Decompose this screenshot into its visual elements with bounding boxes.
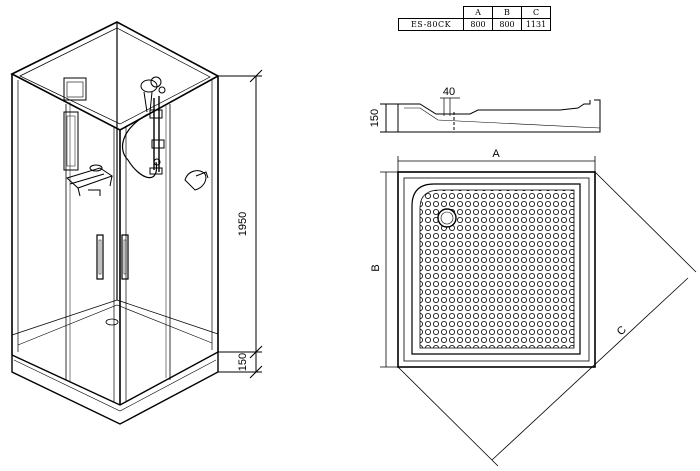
shower-hose — [121, 113, 158, 179]
depth-label-b: B — [370, 264, 382, 271]
shelf — [66, 164, 114, 197]
cabin-height-dimension — [218, 69, 263, 379]
shower-cabin-drawing — [10, 21, 220, 425]
cabin-top-frame — [10, 21, 220, 131]
tray-profile-drawing — [380, 97, 601, 133]
diagonal-label-c: C — [615, 324, 629, 338]
shower-set — [121, 76, 166, 179]
tray-basin — [411, 183, 581, 355]
spec-value-c: 1131 — [521, 18, 551, 31]
shower-head — [140, 79, 158, 93]
tray-top-view — [380, 156, 697, 467]
cabin-base — [11, 299, 219, 425]
tray-depth-label: 40 — [443, 86, 455, 98]
drain — [437, 208, 457, 228]
spec-table-header-row: A B C — [398, 6, 551, 19]
door-handles — [96, 234, 129, 280]
base-height-label: 150 — [237, 353, 249, 371]
cabin-height-label: 1950 — [237, 212, 249, 236]
width-label-a: A — [492, 148, 500, 160]
back-panel — [63, 77, 87, 101]
mixer-tap — [184, 170, 209, 191]
tray-height-label: 150 — [369, 109, 381, 127]
spec-table: A B C ES-80CK 800 800 1131 — [398, 6, 551, 31]
spec-value-b: 800 — [492, 18, 522, 31]
spec-value-a: 800 — [463, 18, 493, 31]
spec-table-row: ES-80CK 800 800 1131 — [398, 18, 551, 31]
